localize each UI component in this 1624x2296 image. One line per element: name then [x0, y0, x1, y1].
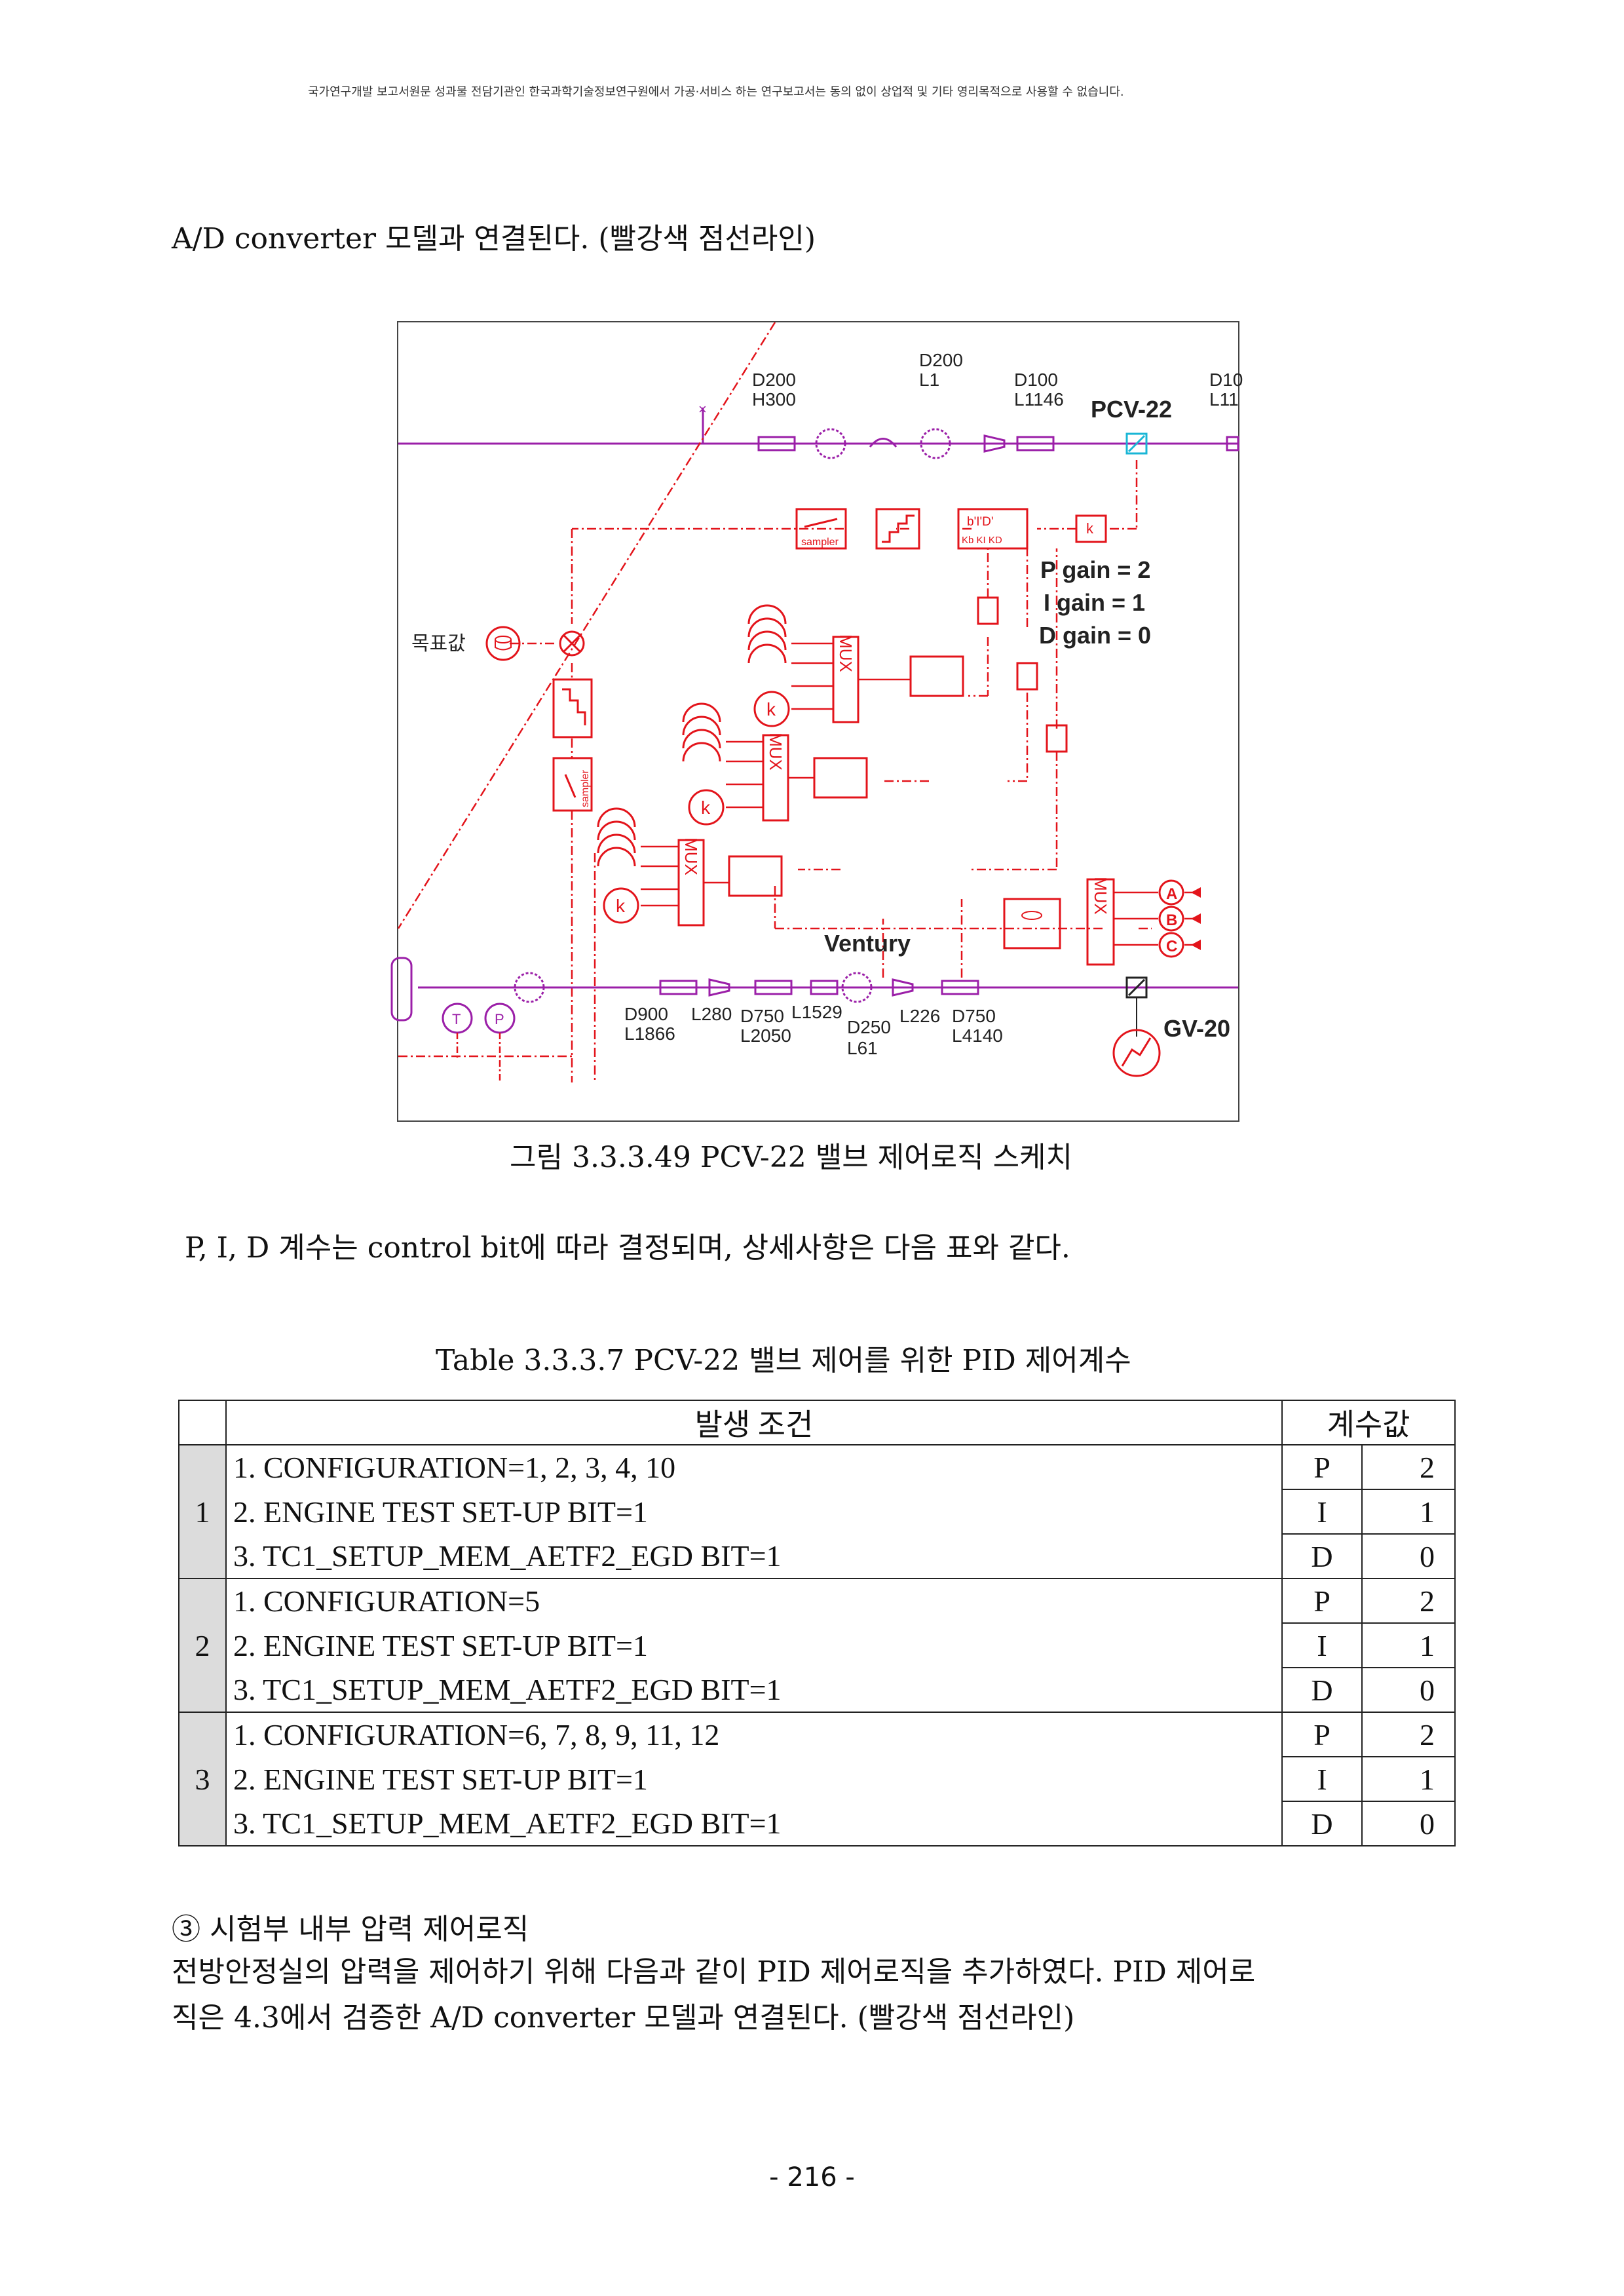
- gv-actuator-icon: [1112, 1029, 1161, 1077]
- i-gain-label: I gain = 1: [1044, 589, 1145, 616]
- svg-text:L280: L280: [691, 1004, 732, 1024]
- table-row: 2 1. CONFIGURATION=5 P 2: [178, 1578, 1456, 1713]
- orifice: [869, 438, 897, 448]
- svg-text:A: A: [1166, 885, 1177, 903]
- svg-text:k: k: [701, 797, 711, 818]
- svg-text:D250: D250: [847, 1017, 891, 1037]
- section-line-2: 직은 4.3에서 검증한 A/D converter 모델과 연결된다. (빨강…: [172, 2001, 1075, 2035]
- p-gain-label: P gain = 2: [1040, 556, 1150, 583]
- d200-h300-label-b: H300: [752, 389, 796, 410]
- pid-top-label: b'I'D': [967, 515, 993, 529]
- quantizer-block: [875, 508, 920, 550]
- control-logic-figure: × D200 H300 D200 L1 D100 L1146 D10 L11 P…: [390, 321, 1243, 1122]
- pid-block: [957, 508, 1029, 550]
- d200-l1-label-a: D200: [919, 350, 963, 370]
- table-row: 3. TC1_SETUP_MEM_AETF2_EGD BIT=1 D 0: [179, 1801, 1456, 1846]
- input-b-icon: [1158, 906, 1184, 932]
- pcv-label: PCV-22: [1091, 396, 1172, 423]
- svg-text:T: T: [452, 1011, 461, 1027]
- d-gain-label: D gain = 0: [1039, 622, 1151, 649]
- sum-junction-icon: [559, 630, 585, 657]
- target-source-icon: [485, 626, 521, 661]
- d200-l1-label-b: L1: [919, 370, 939, 390]
- table-row: 2. ENGINE TEST SET-UP BIT=1 I 1: [179, 1489, 1456, 1535]
- mux-label-2: MUX: [766, 733, 785, 771]
- database-block: [1003, 898, 1061, 949]
- svg-text:L61: L61: [847, 1038, 878, 1058]
- sampler-label: sampler: [801, 537, 839, 548]
- d10-label-a: D10: [1209, 370, 1243, 390]
- junction-node: [815, 428, 846, 459]
- svg-text:D750: D750: [952, 1006, 996, 1026]
- figure-caption: 그림 3.3.3.49 PCV-22 밸브 제어로직 스케치: [510, 1141, 1073, 1174]
- svg-text:P: P: [495, 1011, 504, 1027]
- table-row: 2. ENGINE TEST SET-UP BIT=1 I 1: [179, 1622, 1456, 1668]
- gv-label: GV-20: [1163, 1015, 1230, 1042]
- ventury-label: Ventury: [824, 930, 911, 957]
- input-c-icon: [1158, 932, 1184, 958]
- table-row: 3. TC1_SETUP_MEM_AETF2_EGD BIT=1 D 0: [179, 1533, 1456, 1579]
- nozzle: [983, 434, 1006, 453]
- k-block: [1016, 662, 1038, 691]
- table-row: 3 1. CONFIGURATION=6, 7, 8, 9, 11, 12 P …: [178, 1712, 1456, 1846]
- section-title: ③ 시험부 내부 압력 제어로직: [172, 1913, 529, 1946]
- svg-text:L1866: L1866: [624, 1024, 675, 1044]
- pcv-valve-icon: [1125, 432, 1148, 455]
- k-block: [1046, 724, 1068, 753]
- table-caption: Table 3.3.3.7 PCV-22 밸브 제어를 위한 PID 제어계수: [436, 1344, 1131, 1377]
- svg-text:L4140: L4140: [952, 1025, 1003, 1046]
- table-row: 1 1. CONFIGURATION=1, 2, 3, 4, 10 P 2: [178, 1444, 1456, 1579]
- abc-mux: [1086, 878, 1115, 966]
- svg-text:k: k: [616, 896, 626, 916]
- mux-label-4: MUX: [1091, 877, 1110, 915]
- control-logic-diagram: × D200 H300 D200 L1 D100 L1146 D10 L11 P…: [390, 322, 1243, 1082]
- page-number: - 216 -: [769, 2162, 855, 2192]
- junction-node: [920, 428, 951, 459]
- k-block: [977, 596, 999, 625]
- svg-text:L1529: L1529: [791, 1002, 842, 1022]
- table-row: 3. TC1_SETUP_MEM_AETF2_EGD BIT=1 D 0: [179, 1667, 1456, 1713]
- svg-text:×: ×: [698, 401, 707, 417]
- table-header-row: 발생 조건 계수값: [178, 1400, 1456, 1445]
- svg-text:L2050: L2050: [740, 1025, 791, 1046]
- svg-text:D900: D900: [624, 1004, 668, 1024]
- d10-label-b: L11: [1209, 389, 1239, 410]
- sampler-label-2: sampler: [580, 769, 591, 807]
- svg-text:D750: D750: [740, 1006, 784, 1026]
- sampler-block: [795, 508, 847, 550]
- mux-label-3: MUX: [681, 837, 701, 875]
- svg-text:k: k: [766, 699, 776, 719]
- target-value-label: 목표값: [411, 633, 466, 655]
- gain-k-block: [1075, 514, 1107, 543]
- d200-h300-label-a: D200: [752, 370, 796, 390]
- svg-text:B: B: [1166, 911, 1177, 929]
- section-line-1: 전방안정실의 압력을 제어하기 위해 다음과 같이 PID 제어로직을 추가하였…: [172, 1955, 1256, 1989]
- svg-text:C: C: [1166, 938, 1177, 955]
- svg-text:k: k: [1086, 520, 1094, 537]
- header-condition: 발생 조건: [225, 1400, 1283, 1445]
- sampler-block-2: [552, 757, 593, 812]
- d100-label-b: L1146: [1014, 389, 1064, 410]
- header-coefficient: 계수값: [1281, 1400, 1456, 1445]
- paragraph-1: P, I, D 계수는 control bit에 따라 결정되며, 상세사항은 …: [185, 1231, 1070, 1265]
- input-a-icon: [1158, 879, 1184, 906]
- quantizer-block-2: [552, 678, 593, 738]
- pipe-segment: [1016, 436, 1055, 451]
- pid-coefficient-table: 발생 조건 계수값 1 1. CONFIGURATION=1, 2, 3, 4,…: [178, 1400, 1456, 1846]
- intro-line: A/D converter 모델과 연결된다. (빨강색 점선라인): [172, 222, 816, 256]
- pid-bottom-label: Kb KI KD: [962, 535, 1002, 546]
- pipe-segment: [757, 436, 796, 451]
- table-row: 2. ENGINE TEST SET-UP BIT=1 I 1: [179, 1756, 1456, 1802]
- copyright-notice: 국가연구개발 보고서원문 성과물 전담기관인 한국과학기술정보연구원에서 가공·…: [308, 85, 1124, 99]
- d100-label-a: D100: [1014, 370, 1058, 390]
- svg-text:L226: L226: [899, 1006, 940, 1026]
- mux-label-1: MUX: [836, 634, 856, 672]
